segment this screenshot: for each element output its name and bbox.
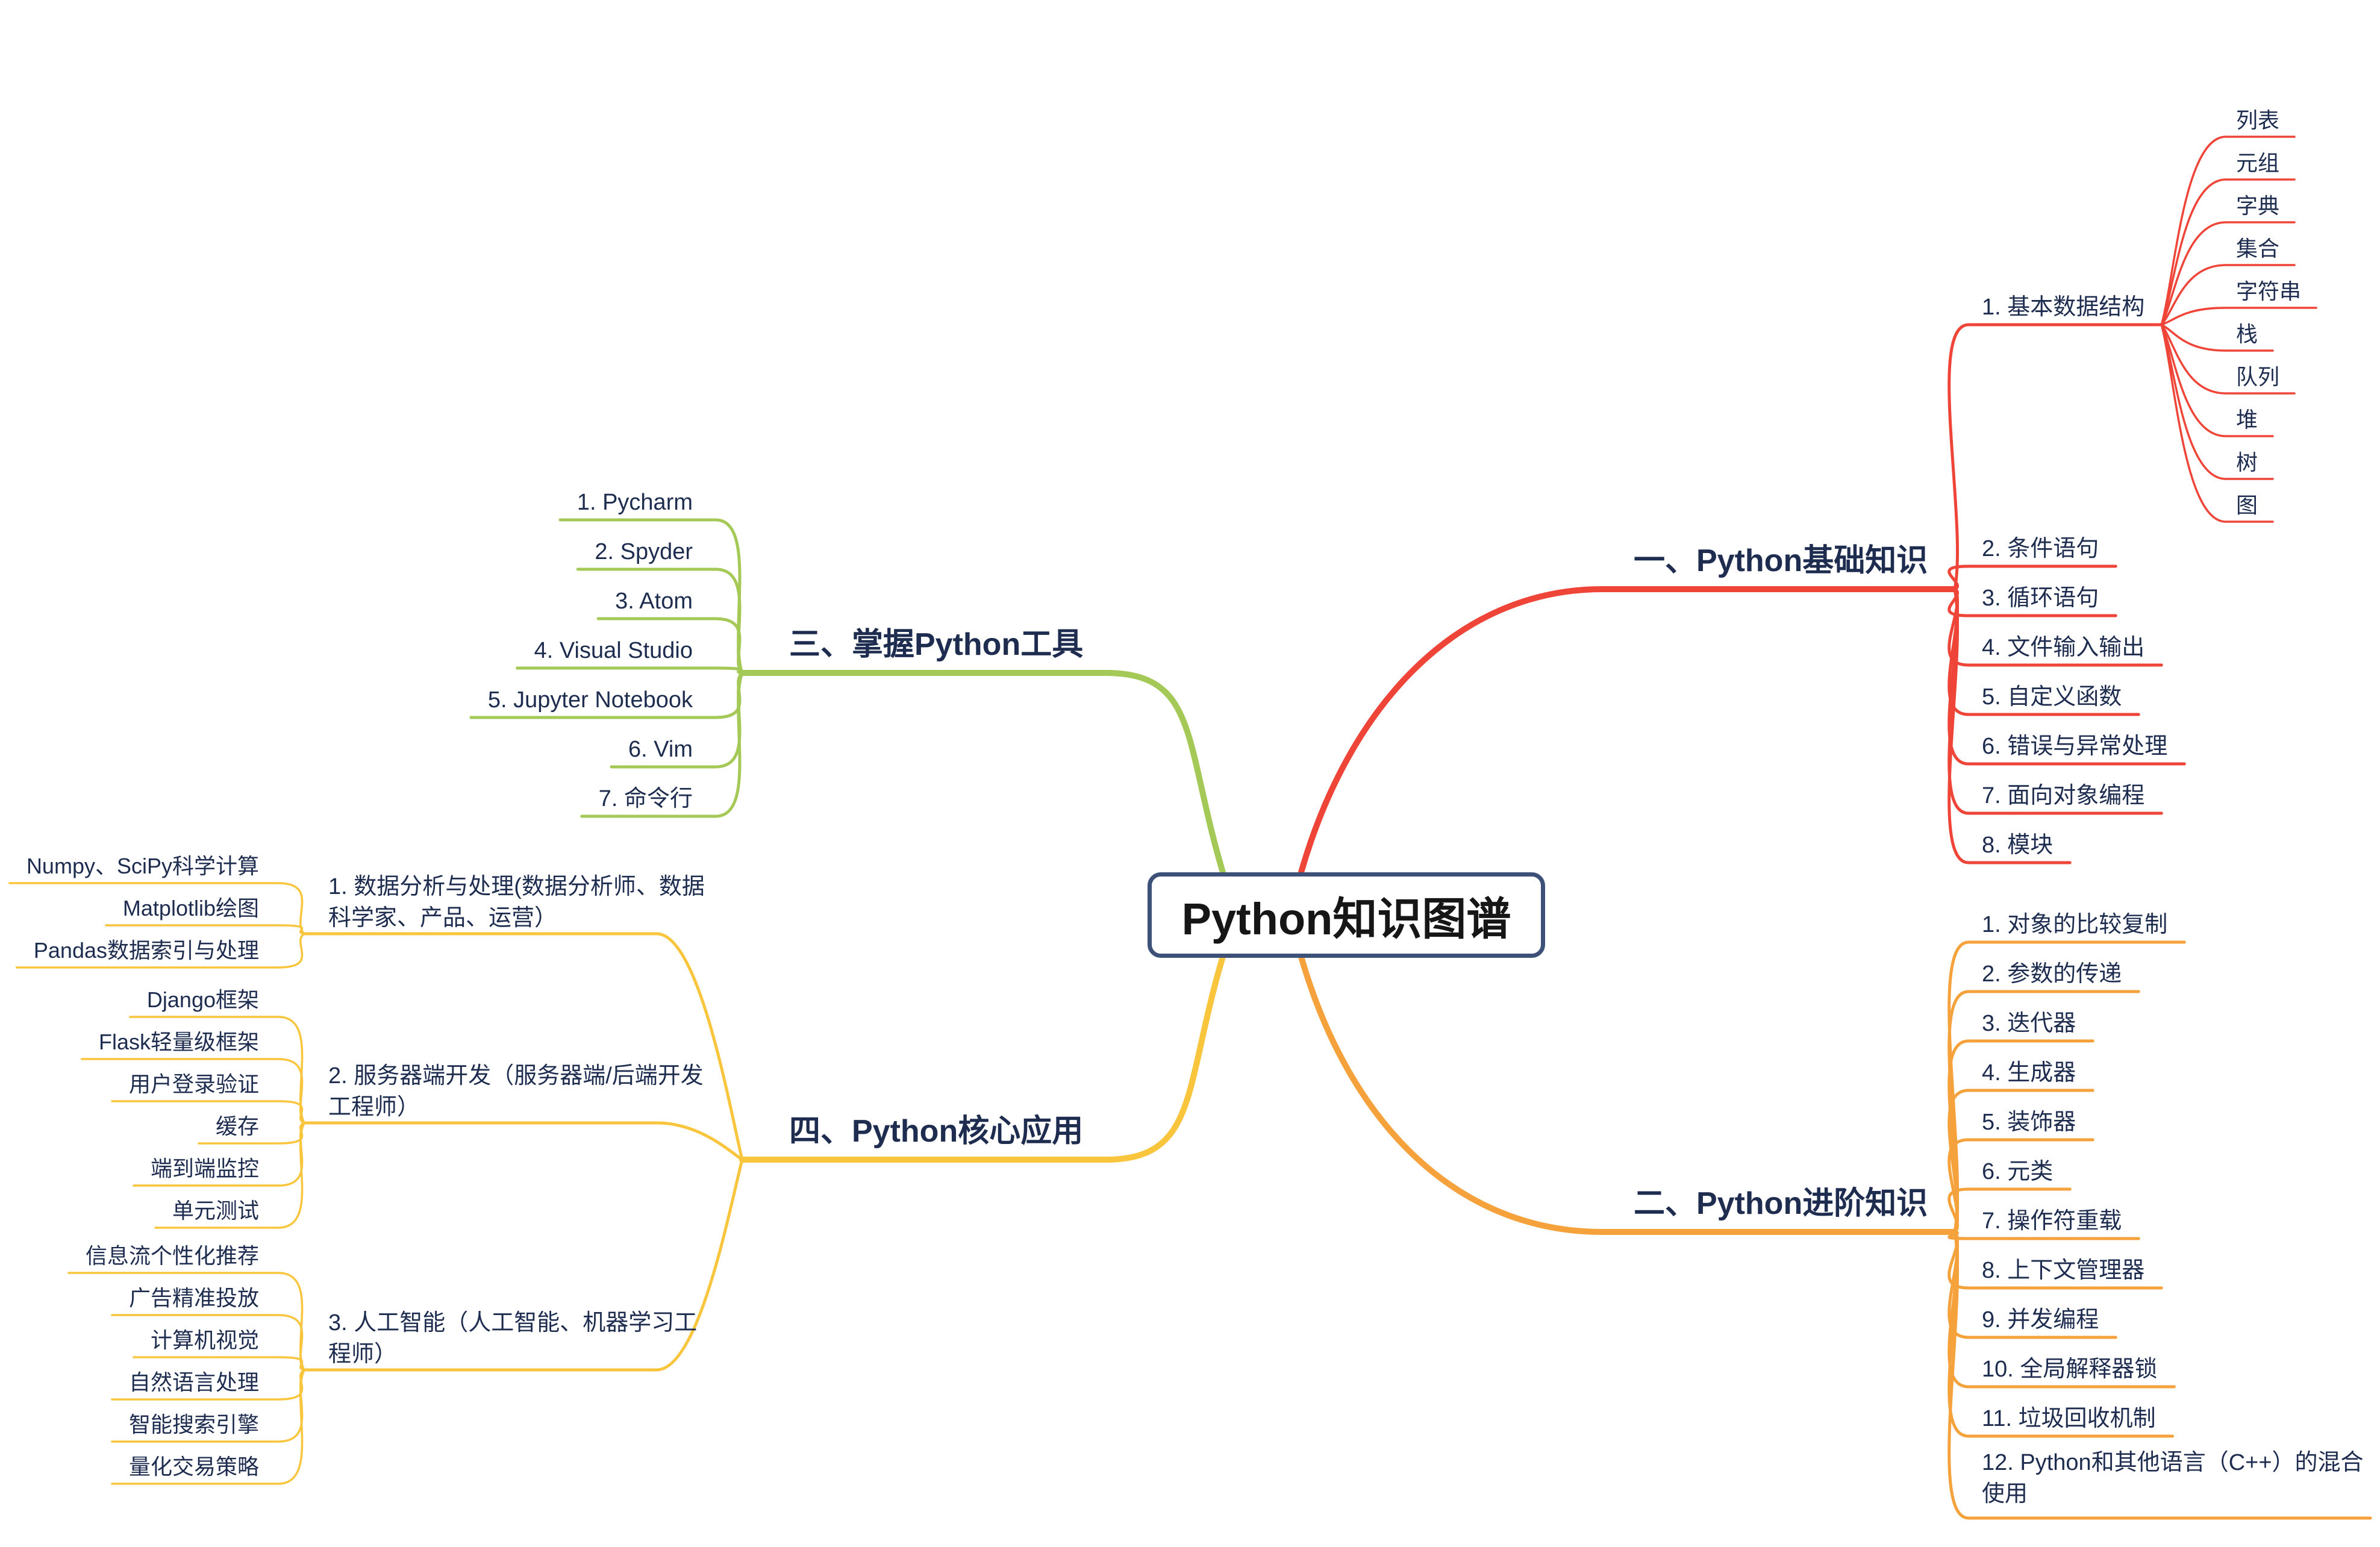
topic-node[interactable]: 2. 条件语句 (1982, 536, 2099, 562)
topic-node[interactable]: 1. 对象的比较复制 (1982, 912, 2168, 938)
topic-node[interactable]: 7. 命令行 (598, 786, 693, 812)
connector (1947, 1230, 2140, 1240)
connector (302, 1158, 744, 1372)
subtopic-node[interactable]: Pandas数据索引与处理 (33, 938, 259, 963)
topic-node[interactable]: 7. 面向对象编程 (1982, 783, 2145, 809)
subtopic-node[interactable]: 量化交易策略 (128, 1454, 259, 1480)
branch-title-basics[interactable]: 一、Python基础知识 (1634, 543, 1928, 578)
subtopic-node[interactable]: 集合 (2236, 236, 2280, 261)
subtopic-node[interactable]: 树 (2236, 450, 2258, 475)
connector (198, 1122, 305, 1145)
connector (2160, 264, 2296, 326)
topic-node[interactable]: 6. 错误与异常处理 (1982, 734, 2168, 760)
subtopic-node[interactable]: 堆 (2236, 407, 2258, 433)
subtopic-node[interactable]: Django框架 (146, 987, 259, 1013)
topic-node[interactable]: 9. 并发编程 (1982, 1307, 2099, 1333)
subtopic-node[interactable]: 字符串 (2236, 279, 2302, 304)
branch-title-advanced[interactable]: 二、Python进阶知识 (1634, 1186, 1928, 1221)
connector (2160, 323, 2296, 395)
connector (1947, 1187, 2072, 1234)
topic-node[interactable]: 7. 操作符重载 (1982, 1208, 2122, 1234)
connector (111, 1100, 305, 1124)
connector (111, 1369, 305, 1401)
topic-node[interactable]: 1. 数据分析与处理(数据分析师、数据科学家、产品、运营） (328, 874, 705, 931)
topic-node[interactable]: 3. Atom (615, 589, 693, 614)
connector (596, 617, 744, 675)
connector (111, 1369, 305, 1485)
subtopic-node[interactable]: 广告精准投放 (128, 1286, 259, 1311)
topic-node[interactable]: 6. Vim (628, 737, 693, 763)
subtopic-node[interactable]: 自然语言处理 (128, 1370, 259, 1395)
subtopic-node[interactable]: 计算机视觉 (150, 1328, 259, 1353)
topic-node[interactable]: 1. 基本数据结构 (1982, 295, 2145, 320)
connector (302, 932, 744, 1161)
topic-node[interactable]: 3. 循环语句 (1982, 586, 2099, 611)
topic-node[interactable]: 4. 生成器 (1982, 1060, 2076, 1086)
subtopic-node[interactable]: 队列 (2236, 364, 2280, 390)
connector (154, 1122, 305, 1229)
topic-node[interactable]: 12. Python和其他语言（C++）的混合使用 (1982, 1450, 2364, 1507)
subtopic-node[interactable]: Flask轻量级框架 (98, 1030, 259, 1055)
connector (739, 670, 1226, 875)
subtopic-node[interactable]: 字典 (2236, 193, 2280, 219)
topic-node[interactable]: 5. 装饰器 (1982, 1110, 2076, 1136)
subtopic-node[interactable]: 缓存 (215, 1114, 259, 1139)
connector (2160, 307, 2317, 326)
topic-node[interactable]: 8. 上下文管理器 (1982, 1258, 2145, 1284)
connector (2160, 323, 2274, 352)
topic-node[interactable]: 2. 服务器端开发（服务器端/后端开发工程师） (328, 1063, 704, 1120)
topic-node[interactable]: 5. Jupyter Notebook (487, 687, 693, 713)
connector (2160, 323, 2274, 523)
topic-node[interactable]: 4. Visual Studio (534, 638, 693, 664)
subtopic-node[interactable]: Numpy、SciPy科学计算 (26, 854, 259, 879)
connector (1947, 323, 2163, 591)
subtopic-node[interactable]: 用户登录验证 (128, 1072, 259, 1097)
subtopic-node[interactable]: 端到端监控 (150, 1156, 259, 1181)
topic-node[interactable]: 2. 参数的传递 (1982, 961, 2122, 987)
connector (302, 1121, 744, 1161)
topic-node[interactable]: 11. 垃圾回收机制 (1982, 1406, 2156, 1432)
subtopic-node[interactable]: Matplotlib绘图 (122, 896, 259, 921)
connector (580, 671, 744, 818)
connector (1947, 587, 2072, 864)
connector (739, 954, 1226, 1163)
connector (2160, 323, 2274, 480)
topic-node[interactable]: 4. 文件输入输出 (1982, 635, 2145, 661)
connector (2160, 136, 2296, 326)
branch-title-applications[interactable]: 四、Python核心应用 (789, 1114, 1084, 1149)
topic-node[interactable]: 2. Spyder (595, 539, 693, 565)
connector (16, 933, 305, 969)
connector (1947, 564, 2117, 591)
subtopic-node[interactable]: 信息流个性化推荐 (85, 1243, 259, 1269)
connector (516, 666, 744, 675)
connector (105, 924, 305, 935)
subtopic-node[interactable]: 单元测试 (172, 1198, 259, 1224)
connector (1298, 586, 1958, 875)
topic-node[interactable]: 10. 全局解释器锁 (1982, 1357, 2158, 1383)
topic-node[interactable]: 5. 自定义函数 (1982, 684, 2122, 710)
subtopic-node[interactable]: 图 (2236, 493, 2258, 518)
connector (2160, 178, 2296, 326)
subtopic-node[interactable]: 智能搜索引擎 (128, 1412, 259, 1437)
branch-title-tools[interactable]: 三、掌握Python工具 (789, 627, 1084, 662)
subtopic-node[interactable]: 栈 (2236, 322, 2258, 347)
connector (1298, 954, 1958, 1235)
topic-node[interactable]: 3. 人工智能（人工智能、机器学习工程师） (328, 1310, 698, 1367)
subtopic-node[interactable]: 元组 (2236, 151, 2280, 176)
connector (2160, 323, 2274, 437)
central-topic[interactable]: Python知识图谱 (1148, 872, 1545, 958)
connector (2160, 221, 2296, 326)
topic-node[interactable]: 3. 迭代器 (1982, 1011, 2076, 1037)
connector (133, 1356, 305, 1371)
topic-node[interactable]: 6. 元类 (1982, 1159, 2054, 1185)
subtopic-node[interactable]: 列表 (2236, 108, 2280, 133)
topic-node[interactable]: 8. 模块 (1982, 833, 2054, 858)
topic-node[interactable]: 1. Pycharm (576, 490, 693, 516)
connector (1947, 1230, 2372, 1520)
